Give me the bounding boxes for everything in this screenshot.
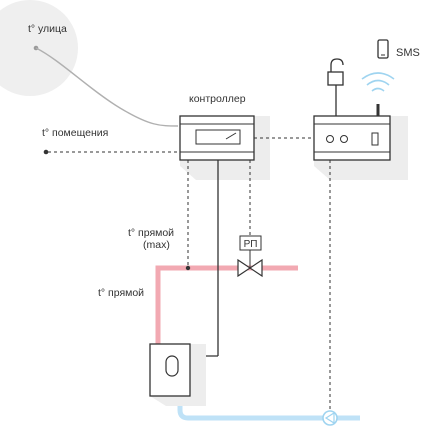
supply-max-label-line2: (max) [143,239,170,251]
outdoor-sensor-wire [35,47,179,127]
outdoor-zone-circle [0,0,78,96]
supply-max-label-line1: t° прямой [128,227,174,239]
supply-pipe [155,265,298,344]
sms-label: SMS [396,47,420,59]
supply-max-sensor-dot [185,265,191,271]
gsm-slot [371,132,379,146]
controller-display-tick [225,132,237,140]
controller-label: контроллер [189,93,246,105]
relay-label: РП [244,239,258,250]
boiler-box [149,343,191,397]
supply-temp-label: t° прямой [98,287,144,299]
gsm-module-box [313,115,391,161]
outdoor-temp-label: t° улица [28,23,67,35]
wifi-icon [361,72,395,92]
controller-display [195,129,241,145]
pump-icon [322,410,338,426]
gsm-led-2 [340,135,348,143]
room-temp-label: t° помещения [42,127,108,139]
controller-box [179,115,255,161]
room-sensor-dot [43,149,49,155]
return-pipe [177,396,360,421]
valve-icon [237,258,263,278]
phone-icon [377,39,389,59]
lock-open-icon [327,58,344,86]
boiler-icon [165,355,179,377]
gsm-led-1 [326,135,334,143]
